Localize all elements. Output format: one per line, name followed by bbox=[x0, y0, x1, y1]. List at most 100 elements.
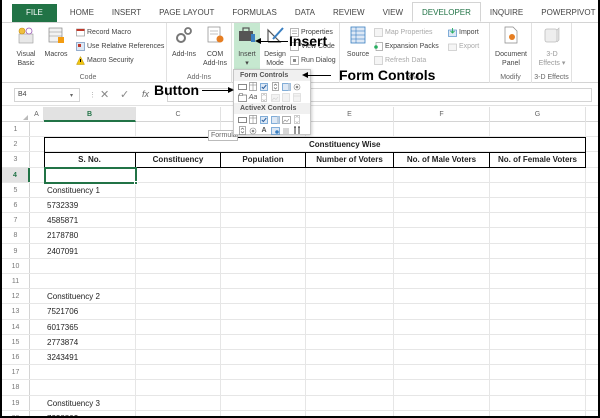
run-dialog-button[interactable]: Run Dialog bbox=[290, 55, 336, 66]
row-header[interactable]: 3 bbox=[2, 152, 30, 167]
row-header[interactable]: 6 bbox=[2, 198, 30, 213]
group-box-icon[interactable] bbox=[237, 93, 247, 102]
name-box-dropdown-icon[interactable]: ▾ bbox=[70, 93, 74, 99]
cell-g1[interactable] bbox=[490, 122, 586, 137]
use-relative-references-button[interactable]: Use Relative References bbox=[76, 41, 164, 52]
fill-handle[interactable] bbox=[134, 180, 138, 185]
cell[interactable] bbox=[394, 228, 490, 243]
cell[interactable] bbox=[306, 395, 394, 410]
cell[interactable] bbox=[490, 319, 586, 334]
cell-b[interactable]: Constituency 2 bbox=[44, 289, 136, 304]
cell[interactable] bbox=[306, 182, 394, 197]
cell[interactable] bbox=[394, 213, 490, 228]
row-header[interactable]: 7 bbox=[2, 213, 30, 228]
cell[interactable] bbox=[490, 198, 586, 213]
row-header[interactable]: 18 bbox=[2, 380, 30, 395]
row-header[interactable]: 11 bbox=[2, 274, 30, 289]
cell[interactable] bbox=[394, 243, 490, 258]
macro-security-button[interactable]: Macro Security bbox=[76, 55, 134, 66]
activex-command-button-icon[interactable] bbox=[237, 115, 247, 124]
row-header[interactable]: 9 bbox=[2, 243, 30, 258]
cell-g4[interactable] bbox=[490, 167, 586, 182]
splitter-icon[interactable]: ⋮ bbox=[89, 92, 96, 99]
cell[interactable] bbox=[221, 274, 306, 289]
cell-b[interactable]: 2407091 bbox=[44, 243, 136, 258]
cell[interactable] bbox=[490, 274, 586, 289]
cell[interactable] bbox=[306, 319, 394, 334]
cell[interactable] bbox=[136, 228, 221, 243]
cell[interactable] bbox=[394, 410, 490, 416]
cell[interactable] bbox=[306, 228, 394, 243]
cell[interactable] bbox=[394, 289, 490, 304]
cell[interactable] bbox=[394, 319, 490, 334]
tab-formulas[interactable]: FORMULAS bbox=[232, 8, 277, 17]
cell[interactable] bbox=[394, 395, 490, 410]
tab-view[interactable]: VIEW bbox=[382, 8, 404, 17]
cell[interactable] bbox=[306, 380, 394, 395]
cell-e4[interactable] bbox=[306, 167, 394, 182]
row-header[interactable]: 10 bbox=[2, 258, 30, 273]
cell[interactable] bbox=[221, 228, 306, 243]
activex-label-icon[interactable]: A bbox=[261, 127, 267, 134]
column-header-c[interactable]: C bbox=[136, 107, 221, 122]
cell[interactable] bbox=[490, 228, 586, 243]
cell-b[interactable]: 2773874 bbox=[44, 334, 136, 349]
cell[interactable] bbox=[221, 304, 306, 319]
cell[interactable] bbox=[306, 334, 394, 349]
cell[interactable] bbox=[306, 213, 394, 228]
cell[interactable] bbox=[136, 274, 221, 289]
activex-toggle-button-icon[interactable] bbox=[281, 126, 291, 135]
cell[interactable] bbox=[306, 350, 394, 365]
cell-f4[interactable] bbox=[394, 167, 490, 182]
row-header[interactable]: 13 bbox=[2, 304, 30, 319]
cell[interactable] bbox=[306, 274, 394, 289]
cell-b[interactable] bbox=[44, 365, 136, 380]
cell[interactable] bbox=[490, 304, 586, 319]
cell[interactable] bbox=[221, 243, 306, 258]
tab-powerpivot[interactable]: POWERPIVOT bbox=[541, 8, 596, 17]
activex-checkbox-icon[interactable] bbox=[259, 115, 269, 124]
cell-b[interactable]: 2178780 bbox=[44, 228, 136, 243]
cell[interactable] bbox=[136, 334, 221, 349]
cell[interactable] bbox=[490, 182, 586, 197]
cell[interactable] bbox=[306, 258, 394, 273]
cell[interactable] bbox=[306, 304, 394, 319]
cell[interactable] bbox=[221, 350, 306, 365]
button-form-control-icon[interactable] bbox=[237, 82, 247, 91]
cell-f1[interactable] bbox=[394, 122, 490, 137]
tab-review[interactable]: REVIEW bbox=[333, 8, 365, 17]
cell-b[interactable] bbox=[44, 274, 136, 289]
row-header[interactable]: 1 bbox=[2, 122, 30, 137]
cell[interactable] bbox=[221, 334, 306, 349]
cell[interactable] bbox=[490, 395, 586, 410]
cell-b[interactable]: 6017365 bbox=[44, 319, 136, 334]
column-header-a[interactable]: A bbox=[30, 107, 44, 122]
properties-button[interactable]: Properties bbox=[290, 27, 333, 38]
option-button-icon[interactable] bbox=[292, 82, 302, 91]
activex-option-button-icon[interactable] bbox=[248, 126, 258, 135]
cell[interactable] bbox=[306, 365, 394, 380]
cell-b[interactable]: Constituency 1 bbox=[44, 182, 136, 197]
cell[interactable] bbox=[490, 243, 586, 258]
cell[interactable] bbox=[394, 304, 490, 319]
cell-b[interactable] bbox=[44, 258, 136, 273]
row-header[interactable]: 14 bbox=[2, 319, 30, 334]
more-controls-icon[interactable] bbox=[292, 126, 302, 135]
import-button[interactable]: Import bbox=[448, 27, 479, 38]
row-header[interactable]: 19 bbox=[2, 395, 30, 410]
refresh-data-button[interactable]: Refresh Data bbox=[374, 55, 426, 66]
tab-data[interactable]: DATA bbox=[294, 8, 315, 17]
select-all-button[interactable] bbox=[2, 107, 30, 122]
cell[interactable] bbox=[136, 350, 221, 365]
cell[interactable] bbox=[221, 198, 306, 213]
column-header-f[interactable]: F bbox=[394, 107, 490, 122]
cell[interactable] bbox=[490, 380, 586, 395]
column-header-g[interactable]: G bbox=[490, 107, 586, 122]
cell[interactable] bbox=[221, 319, 306, 334]
spin-button-icon[interactable] bbox=[270, 82, 280, 91]
cell[interactable] bbox=[221, 213, 306, 228]
design-mode-button[interactable]: Design Mode bbox=[261, 25, 289, 68]
expansion-packs-button[interactable]: Expansion Packs bbox=[374, 41, 439, 52]
cell[interactable] bbox=[306, 198, 394, 213]
header-s-no[interactable]: S. No. bbox=[44, 152, 136, 167]
